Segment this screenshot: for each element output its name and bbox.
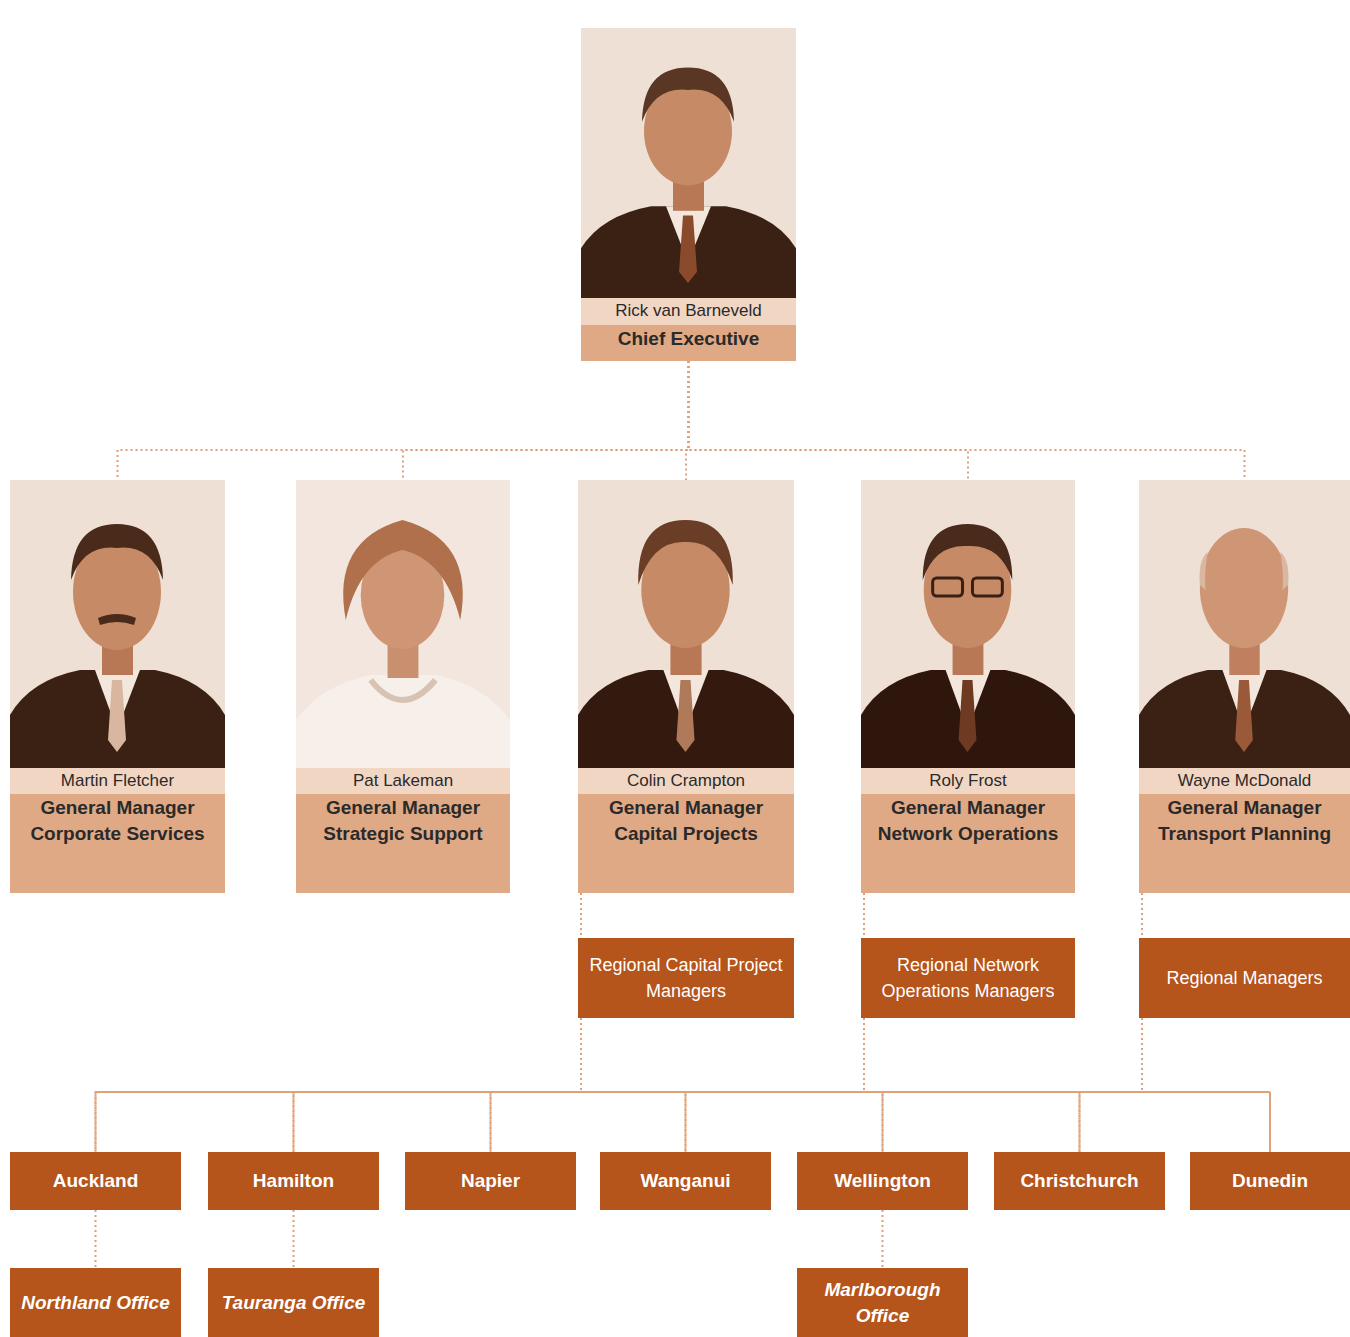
unit-name: Hamilton xyxy=(253,1169,334,1193)
office-box: Napier xyxy=(405,1152,576,1210)
unit-name: Regional Capital Project Managers xyxy=(586,952,786,1004)
dotted-connector xyxy=(294,1018,865,1152)
unit-name: Regional Managers xyxy=(1166,965,1322,991)
person-name: Pat Lakeman xyxy=(296,768,510,794)
office-box: Wellington xyxy=(797,1152,968,1210)
person-name: Roly Frost xyxy=(861,768,1075,794)
dotted-connector xyxy=(293,1210,295,1268)
job-title: General Manager Capital Projects xyxy=(578,794,794,893)
person-box: Martin FletcherGeneral Manager Corporate… xyxy=(10,480,225,893)
dotted-connector xyxy=(883,1018,1143,1152)
portrait-photo xyxy=(581,28,796,298)
office-box: Hamilton xyxy=(208,1152,379,1210)
sub-office-box: Northland Office xyxy=(10,1268,181,1337)
job-title: General Manager Strategic Support xyxy=(296,794,510,893)
dotted-connector xyxy=(581,1018,1270,1152)
dotted-connector xyxy=(403,361,689,480)
person-box: Colin CramptonGeneral Manager Capital Pr… xyxy=(578,480,794,893)
dotted-connector xyxy=(864,1018,883,1152)
unit-name: Christchurch xyxy=(1020,1169,1138,1193)
dotted-connector xyxy=(95,1210,97,1268)
dotted-connector xyxy=(686,1018,865,1152)
dotted-connector xyxy=(882,1210,884,1268)
person-box: Wayne McDonaldGeneral Manager Transport … xyxy=(1139,480,1350,893)
unit-name: Regional Network Operations Managers xyxy=(869,952,1067,1004)
dotted-connector xyxy=(580,893,582,938)
dotted-connector xyxy=(686,361,689,480)
job-title: General Manager Network Operations xyxy=(861,794,1075,893)
dotted-connector xyxy=(491,1018,1143,1152)
dotted-connector xyxy=(491,1018,865,1152)
dotted-connector xyxy=(118,361,689,480)
dotted-connector xyxy=(294,1018,582,1152)
dotted-connector xyxy=(96,1018,865,1152)
portrait-photo xyxy=(861,480,1075,768)
person-box: Rick van BarneveldChief Executive xyxy=(581,28,796,361)
person-name: Colin Crampton xyxy=(578,768,794,794)
sub-office-box: Marlborough Office xyxy=(797,1268,968,1337)
job-title: General Manager Transport Planning xyxy=(1139,794,1350,893)
unit-name: Dunedin xyxy=(1232,1169,1308,1193)
dotted-connector xyxy=(864,1018,1080,1152)
dotted-connector xyxy=(863,893,865,938)
dotted-connector xyxy=(1142,1018,1270,1152)
unit-name: Auckland xyxy=(53,1169,139,1193)
job-title: General Manager Corporate Services xyxy=(10,794,225,893)
office-box: Wanganui xyxy=(600,1152,771,1210)
dotted-connector xyxy=(581,1018,686,1152)
person-name: Martin Fletcher xyxy=(10,768,225,794)
unit-name: Napier xyxy=(461,1169,520,1193)
office-box: Auckland xyxy=(10,1152,181,1210)
unit-name: Wellington xyxy=(834,1169,931,1193)
office-box: Dunedin xyxy=(1190,1152,1350,1210)
portrait-photo xyxy=(578,480,794,768)
unit-name: Wanganui xyxy=(640,1169,730,1193)
dotted-connector xyxy=(864,1018,1270,1152)
person-box: Pat LakemanGeneral Manager Strategic Sup… xyxy=(296,480,510,893)
dotted-connector xyxy=(96,1018,582,1152)
unit-name: Marlborough Office xyxy=(805,1277,960,1329)
manager-box: Regional Network Operations Managers xyxy=(861,938,1075,1018)
dotted-connector xyxy=(96,1018,1143,1152)
dotted-connector xyxy=(1080,1018,1143,1152)
dotted-connector xyxy=(689,361,969,480)
dotted-connector xyxy=(1141,893,1143,938)
sub-office-box: Tauranga Office xyxy=(208,1268,379,1337)
unit-name: Tauranga Office xyxy=(222,1290,366,1316)
job-title: Chief Executive xyxy=(581,325,796,361)
dotted-connector xyxy=(491,1018,582,1152)
person-name: Wayne McDonald xyxy=(1139,768,1350,794)
manager-box: Regional Capital Project Managers xyxy=(578,938,794,1018)
dotted-connector xyxy=(294,1018,1143,1152)
unit-name: Northland Office xyxy=(21,1290,170,1316)
dotted-connector xyxy=(581,1018,1080,1152)
person-box: Roly FrostGeneral Manager Network Operat… xyxy=(861,480,1075,893)
portrait-photo xyxy=(1139,480,1350,768)
person-name: Rick van Barneveld xyxy=(581,298,796,325)
portrait-photo xyxy=(10,480,225,768)
dotted-connector xyxy=(689,361,1245,480)
manager-box: Regional Managers xyxy=(1139,938,1350,1018)
portrait-photo xyxy=(296,480,510,768)
dotted-connector xyxy=(686,1018,1143,1152)
dotted-connector xyxy=(581,1018,883,1152)
office-box: Christchurch xyxy=(994,1152,1165,1210)
